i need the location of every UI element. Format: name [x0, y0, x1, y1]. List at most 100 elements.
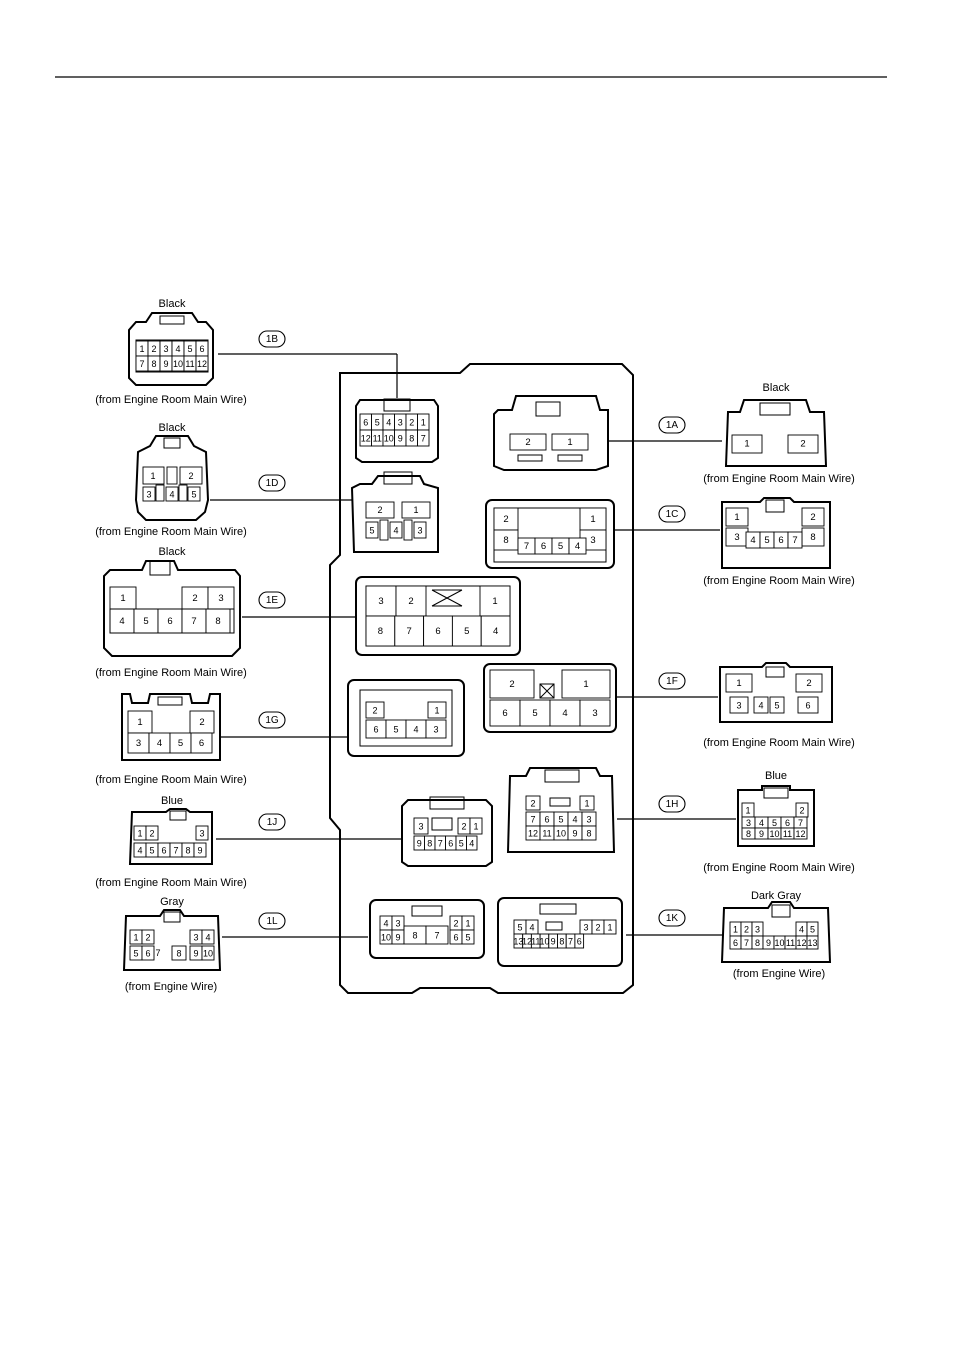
pin-number: 2 [806, 678, 811, 689]
pin-cavity [725, 673, 753, 693]
divider [403, 519, 413, 541]
lock-tab [765, 499, 785, 513]
pin-number: 1 [583, 679, 588, 690]
pin-number: 2 [810, 512, 815, 523]
pin-number: 1 [584, 799, 589, 809]
divider [379, 519, 389, 541]
pin-cavity [793, 827, 808, 840]
pin-number: 12 [796, 938, 806, 948]
wire-color-label: Black [763, 382, 790, 394]
lock-tab [411, 905, 443, 917]
pin-number: 2 [530, 799, 535, 809]
pin-number: 1 [745, 806, 750, 816]
pin-number: 1 [744, 439, 749, 450]
pin-cavity [365, 501, 395, 519]
pin-number: 3 [418, 822, 423, 832]
wire-color-label: Black [159, 298, 186, 310]
pin-number: 4 [575, 541, 580, 552]
pin-number: 8 [151, 359, 156, 369]
pin-number: 8 [427, 839, 432, 849]
wire-color-label: Black [159, 422, 186, 434]
source-label: (from Engine Room Main Wire) [703, 862, 855, 874]
pin-number: 6 [373, 725, 378, 735]
pin-number: 9 [551, 937, 556, 947]
tag-label: 1D [266, 478, 279, 489]
pin-cavity [425, 719, 447, 739]
pin-number: 1 [473, 822, 478, 832]
pin-cavity [427, 701, 447, 719]
pin-number: 5 [375, 418, 380, 428]
lock-tab [157, 696, 183, 706]
pin-number: 11 [531, 937, 540, 947]
pin-number: 9 [759, 829, 764, 839]
pin-number: 5 [532, 708, 537, 719]
pin-number: 1 [492, 596, 497, 607]
pin-number: 3 [218, 593, 223, 604]
pin-number: 3 [746, 818, 751, 828]
pin-cavity [165, 486, 179, 502]
pin-number: 2 [377, 505, 382, 515]
pin-cavity [480, 615, 511, 647]
pin-number: 2 [188, 471, 193, 481]
lock-tab [149, 560, 171, 576]
pin-number: 9 [417, 839, 422, 849]
source-label: (from Engine Room Main Wire) [95, 774, 247, 786]
pin-number: 8 [176, 949, 181, 959]
pin-number: 3 [734, 532, 739, 543]
lock-tab [535, 401, 561, 417]
pin-number: 3 [146, 490, 151, 500]
pin-number: 3 [398, 418, 403, 428]
source-label: (from Engine Room Main Wire) [95, 526, 247, 538]
lock-tab [765, 666, 785, 678]
blank-mark [539, 683, 555, 699]
pin-number: 8 [185, 846, 190, 856]
pin-number: 7 [191, 616, 196, 627]
pin-frame [359, 689, 453, 747]
pin-number: 6 [448, 839, 453, 849]
source-label: (from Engine Room Main Wire) [703, 575, 855, 587]
pin-number: 9 [766, 938, 771, 948]
pin-number: 2 [525, 437, 530, 448]
pin-number: 3 [590, 535, 595, 546]
pin-number: 13 [513, 937, 523, 947]
pin-number: 6 [544, 815, 549, 825]
pin-number: 1 [733, 925, 738, 935]
pin-number: 8 [586, 829, 591, 839]
pin-cavity [551, 433, 589, 451]
pin-number: 5 [464, 626, 469, 637]
tag-oval [658, 909, 686, 927]
pin-number: 11 [542, 829, 551, 839]
pin-number: 4 [758, 701, 763, 711]
pin-number: 1 [120, 593, 125, 604]
pin-number: 8 [378, 626, 383, 637]
pin-number: 5 [764, 535, 769, 546]
latch [545, 921, 563, 931]
pin-cavity [142, 486, 156, 502]
pin-number: 2 [409, 418, 414, 428]
pin-number: 4 [493, 626, 498, 637]
pin-number: 4 [137, 846, 142, 856]
pin-cavity [525, 795, 541, 811]
pin-cavity [401, 501, 431, 519]
tag-label: 1A [666, 420, 679, 431]
pin-number: 4 [393, 526, 398, 536]
pin-cavity [179, 466, 203, 485]
pin-number: 5 [143, 616, 148, 627]
pin-number: 9 [398, 434, 403, 444]
pin-cavity [365, 585, 397, 617]
pin-cavity [466, 835, 478, 851]
pin-number: 10 [774, 938, 784, 948]
pin-cavity [395, 585, 427, 617]
lock-tab [539, 903, 577, 915]
connector-housing [724, 399, 828, 467]
pin-cavity [389, 521, 403, 539]
pin-number: 6 [733, 938, 738, 948]
